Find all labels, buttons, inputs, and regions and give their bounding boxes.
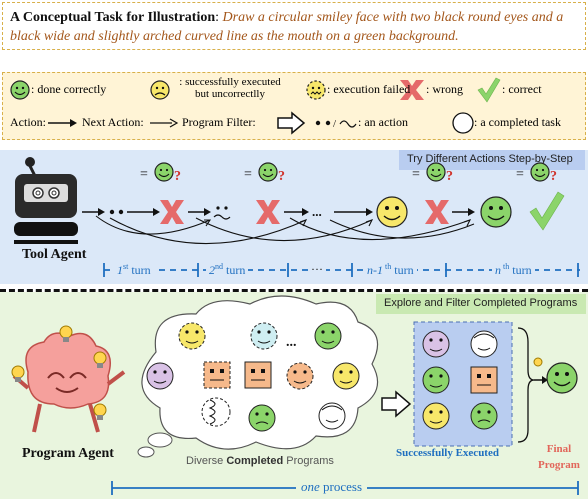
diverse-programs-label: Diverse Completed Programs <box>186 455 334 467</box>
legend-program-filter-arrow-icon <box>277 111 306 135</box>
legend-wrong-x-icon <box>400 80 424 100</box>
svg-text:=: = <box>412 167 420 182</box>
step2-action <box>188 206 231 220</box>
lightbulb-icon-1 <box>59 325 73 342</box>
cloud-orange-square-2 <box>244 361 272 389</box>
legend-next-action: Next Action: <box>82 115 144 129</box>
explore-filter-tag: Explore and Filter Completed Programs <box>376 294 586 314</box>
task-box <box>2 2 586 50</box>
tool-dots: ... <box>312 204 322 219</box>
legend-an-action: : an action <box>358 115 408 129</box>
cloud-dots: ... <box>286 335 297 350</box>
step4-action <box>452 208 475 216</box>
legend-successfully-executed-line2: but uncorrectlly <box>195 88 265 100</box>
executed-green-frown <box>470 402 498 430</box>
lightbulb-icon-3 <box>11 365 25 382</box>
task-description: Draw a circular smiley face with two bla… <box>10 10 564 44</box>
legend-correct: : correct <box>502 82 542 96</box>
cloud-yellow-smiley <box>178 322 206 350</box>
legend-execution-failed: : execution failed <box>327 82 411 96</box>
legend-completed-task: : a completed task <box>474 115 561 129</box>
cloud-sketch-face <box>318 402 346 430</box>
check-eq-1: = ? <box>140 162 181 184</box>
tool-agent-graphics: = ? = ? ... = ? <box>14 157 580 277</box>
lightbulb-icon-4 <box>93 403 107 420</box>
turn-ellipsis: ··· <box>308 262 326 277</box>
program-filter-arrow-icon <box>381 390 412 418</box>
wrong-x-1 <box>160 200 184 224</box>
legend-action-arrow-icon <box>48 119 77 127</box>
legend-an-action-icon: / <box>315 118 357 130</box>
svg-text:=: = <box>140 167 148 182</box>
final-lightbulb-icon <box>533 357 543 367</box>
turn-n: n th turn <box>492 262 535 278</box>
next-action-arrows <box>95 215 475 245</box>
cloud-orange-square <box>203 361 231 389</box>
svg-text:?: ? <box>550 169 557 184</box>
turn-2: 2nd turn <box>206 262 249 278</box>
legend-program-filter: Program Filter: <box>182 115 256 129</box>
svg-text:=: = <box>516 167 524 182</box>
check-eq-2: = ? <box>244 162 285 184</box>
green-smiley-result <box>480 196 512 228</box>
svg-text:=: = <box>244 167 252 182</box>
legend-check-icon <box>477 77 501 103</box>
task-title: A Conceptual Task for Illustration <box>10 10 216 25</box>
legend-yellow-frown-icon <box>150 80 170 100</box>
legend-successfully-executed: : successfully executed but uncorrectlly <box>171 76 289 100</box>
cloud-orange-circle <box>286 362 314 390</box>
legend-completed-task-icon <box>452 112 474 134</box>
check-eq-4: = ? <box>516 162 557 184</box>
executed-yellow <box>422 402 450 430</box>
step1-action <box>82 208 160 216</box>
turn-1: 1st turn <box>114 262 154 278</box>
final-arrow <box>534 376 548 384</box>
wrong-x-2 <box>256 200 280 224</box>
cloud-blue-smiley <box>250 322 278 350</box>
legend-wrong: : wrong <box>426 82 463 96</box>
successfully-executed-label: Successfully Executed <box>396 447 499 459</box>
legend-next-action-arrow-icon <box>150 118 179 128</box>
executed-green <box>422 366 450 394</box>
wrong-x-3 <box>425 200 449 224</box>
cloud-green-frown <box>248 404 276 432</box>
cloud-green-smiley <box>314 322 342 350</box>
executed-purple <box>422 330 450 358</box>
brain-icon <box>12 332 126 433</box>
svg-text:?: ? <box>174 169 181 184</box>
cloud-purple-smiley <box>146 362 174 390</box>
final-program-smiley <box>546 362 578 394</box>
legend-action: Action: <box>10 115 46 129</box>
one-process-label: one process <box>296 479 368 495</box>
filter-brace <box>517 327 535 443</box>
legend-successfully-executed-line1: : successfully executed <box>179 76 281 88</box>
robot-icon <box>14 157 78 244</box>
svg-text:/: / <box>333 118 337 130</box>
check-eq-3: = ? <box>412 162 453 184</box>
legend-done-correctly: : done correctly <box>31 82 107 96</box>
tool-agent-label: Tool Agent <box>22 247 87 262</box>
legend-graphics: / <box>10 77 501 135</box>
svg-text:?: ? <box>278 169 285 184</box>
yellow-smiley-result <box>376 196 408 228</box>
legend-failed-smiley-icon <box>306 80 326 100</box>
cloud-scribble <box>201 397 231 427</box>
executed-sketch <box>470 330 498 358</box>
task-statement: A Conceptual Task for Illustration: Draw… <box>10 8 580 46</box>
svg-text:?: ? <box>446 169 453 184</box>
correct-check-icon <box>529 191 565 231</box>
section-divider <box>0 289 588 292</box>
step3-action: ... <box>284 204 373 219</box>
legend-green-smiley-icon <box>10 80 30 100</box>
executed-orange-square <box>470 366 498 394</box>
lightbulb-icon-2 <box>93 351 107 368</box>
turn-n-minus-1: n-1 th turn <box>364 262 417 278</box>
cloud-yellow-smiley-2 <box>332 362 360 390</box>
program-agent-label: Program Agent <box>22 446 114 461</box>
task-colon: : <box>215 10 220 25</box>
program-agent-graphics: ... <box>11 295 579 495</box>
